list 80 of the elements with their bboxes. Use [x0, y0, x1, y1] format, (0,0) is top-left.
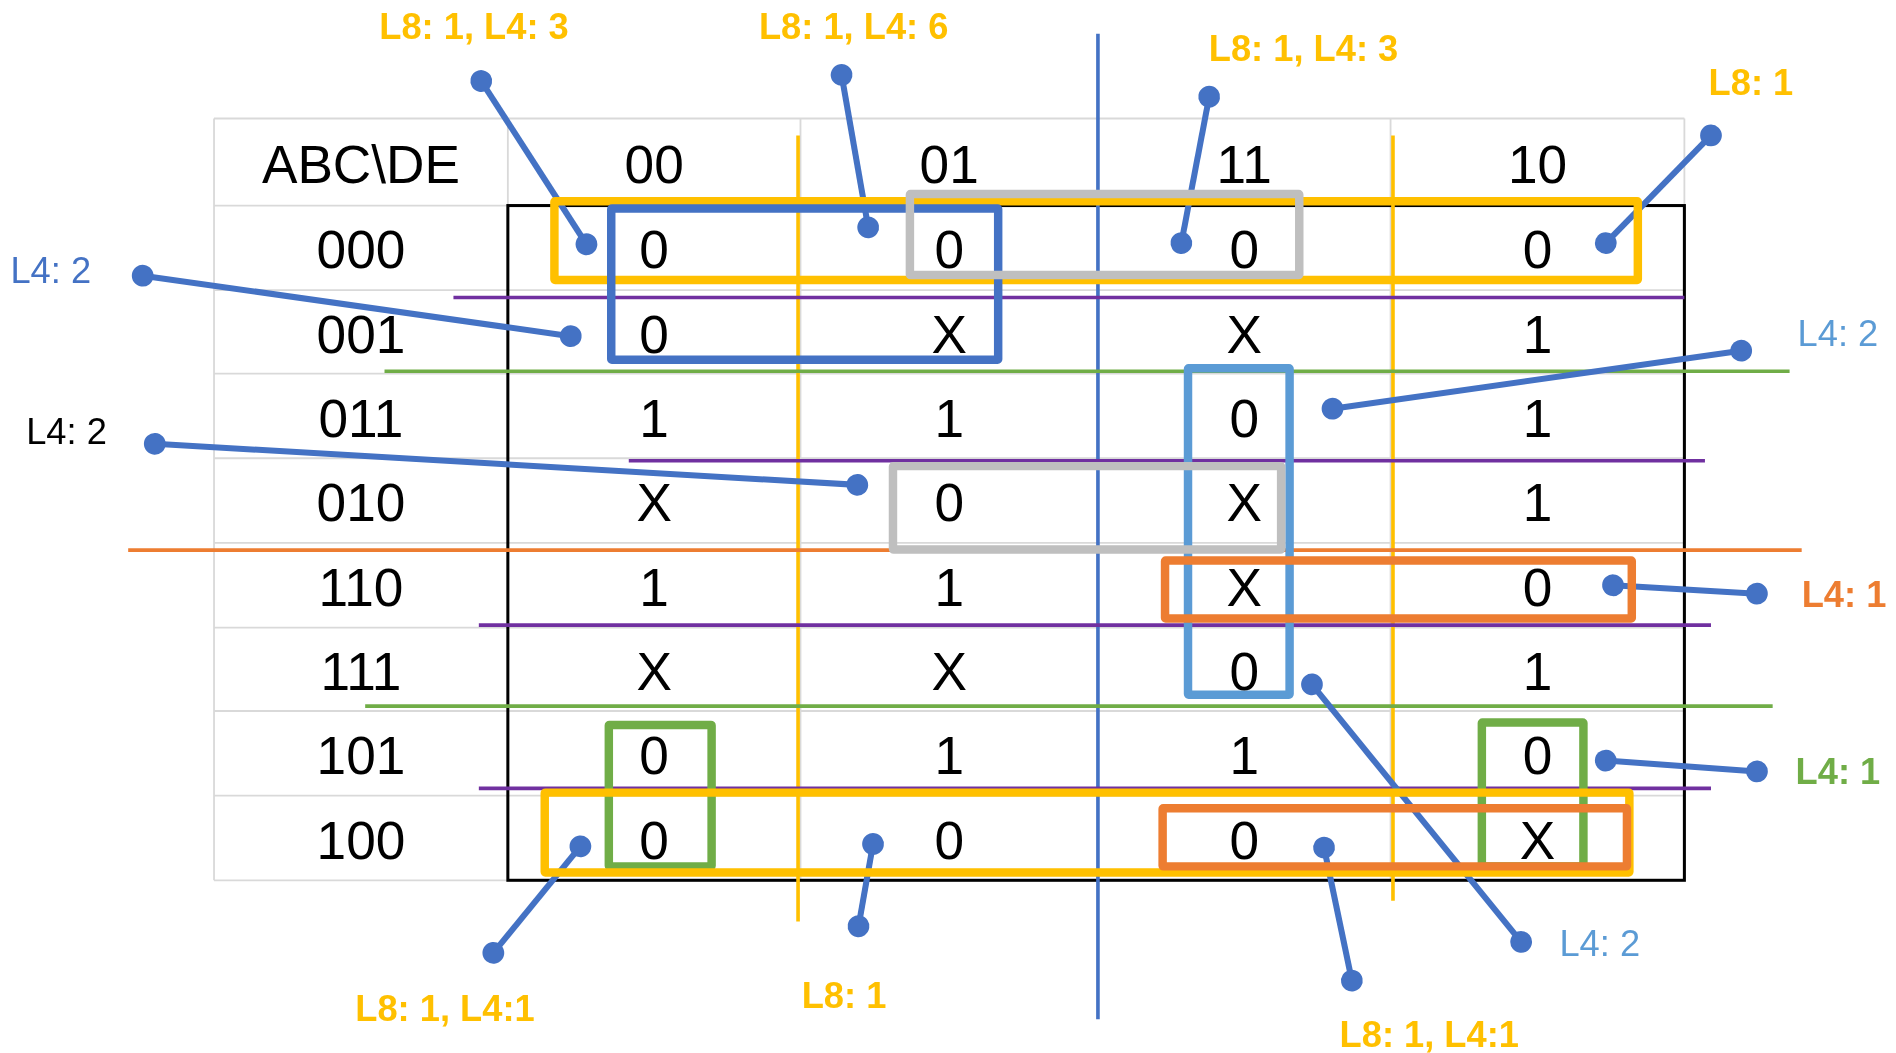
- callout-label: L8: 1: [801, 976, 887, 1015]
- row-header: 001: [316, 307, 406, 361]
- cell-value: 0: [934, 813, 964, 867]
- cell-value: 1: [934, 729, 964, 783]
- callout-label: L8: 1, L4:1: [355, 989, 535, 1028]
- cell-value: 0: [639, 729, 669, 783]
- callout-label: L4: 2: [10, 251, 92, 290]
- cell-value: 1: [1522, 476, 1553, 530]
- cell-value: X: [931, 307, 967, 361]
- leader-line: [1301, 673, 1533, 953]
- row-header: 100: [316, 813, 406, 867]
- callout-label: L4: 2: [1559, 924, 1641, 963]
- column-header: 00: [624, 137, 684, 192]
- cell-value: 0: [1229, 645, 1260, 699]
- cell-value: 0: [934, 476, 964, 530]
- callout-label: L8: 1, L4: 6: [758, 7, 949, 46]
- group-loop: [540, 788, 1634, 877]
- cell-value: X: [931, 645, 967, 699]
- callout-label: L4: 1: [1801, 575, 1887, 614]
- callout-label: L8: 1, L4:1: [1339, 1016, 1519, 1053]
- cell-value: 1: [934, 391, 964, 445]
- cell-value: 0: [1522, 561, 1553, 615]
- leader-line: [1321, 339, 1753, 420]
- cell-value: X: [1226, 561, 1262, 615]
- leader-line: [1602, 574, 1768, 605]
- leader-line: [131, 264, 582, 348]
- callout-label: L4: 2: [1797, 314, 1879, 353]
- cell-value: 0: [1229, 223, 1260, 277]
- leader-line: [482, 835, 592, 964]
- group-loop: [1158, 804, 1632, 871]
- cell-value: 1: [1522, 645, 1553, 699]
- column-header: 01: [919, 137, 979, 192]
- leader-line: [1313, 836, 1363, 992]
- group-loop: [888, 461, 1286, 554]
- cell-value: 0: [1522, 729, 1553, 783]
- cell-value: X: [1226, 307, 1262, 361]
- callout-label: L4: 1: [1795, 752, 1881, 791]
- cell-value: 1: [934, 561, 964, 615]
- leader-line: [1594, 124, 1722, 254]
- group-loop: [1183, 363, 1294, 699]
- leader-line: [830, 64, 880, 239]
- row-header: 111: [320, 645, 402, 699]
- column-header: 10: [1507, 137, 1568, 192]
- row-header: 110: [318, 561, 404, 615]
- callout-label: L4: 2: [26, 412, 107, 451]
- group-loop: [905, 189, 1304, 280]
- leader-line: [143, 432, 869, 496]
- cell-value: 1: [639, 391, 669, 445]
- cell-value: 1: [639, 561, 669, 615]
- cell-value: 0: [639, 223, 669, 277]
- cell-value: 1: [1522, 307, 1553, 361]
- leader-line: [1170, 85, 1221, 254]
- group-loop: [607, 204, 1003, 364]
- callout-label: L8: 1: [1708, 63, 1794, 102]
- cell-value: X: [1519, 813, 1556, 867]
- callout-label: L8: 1, L4: 3: [379, 7, 569, 46]
- row-header: 010: [316, 476, 406, 530]
- callout-label: L8: 1, L4: 3: [1208, 29, 1399, 68]
- cell-value: 0: [1229, 391, 1260, 445]
- cell-value: X: [1226, 476, 1262, 530]
- leader-line: [1594, 749, 1768, 783]
- leader-line: [847, 833, 884, 938]
- column-header: ABC\DE: [261, 137, 460, 192]
- cell-value: 0: [1522, 223, 1553, 277]
- cell-value: 1: [1522, 391, 1553, 445]
- row-header: 000: [316, 223, 406, 277]
- leader-line: [470, 70, 598, 256]
- cell-value: X: [636, 645, 672, 699]
- cell-value: 0: [639, 307, 669, 361]
- group-loop: [604, 720, 716, 871]
- cell-value: 1: [1229, 729, 1260, 783]
- group-loop: [550, 197, 1643, 285]
- cell-value: 0: [934, 223, 964, 277]
- column-header: 11: [1216, 137, 1272, 192]
- cell-value: 0: [1229, 813, 1260, 867]
- row-header: 101: [316, 729, 406, 783]
- cell-value: X: [636, 476, 672, 530]
- cell-value: 0: [639, 813, 669, 867]
- row-header: 011: [318, 391, 404, 445]
- group-loop: [1160, 556, 1636, 623]
